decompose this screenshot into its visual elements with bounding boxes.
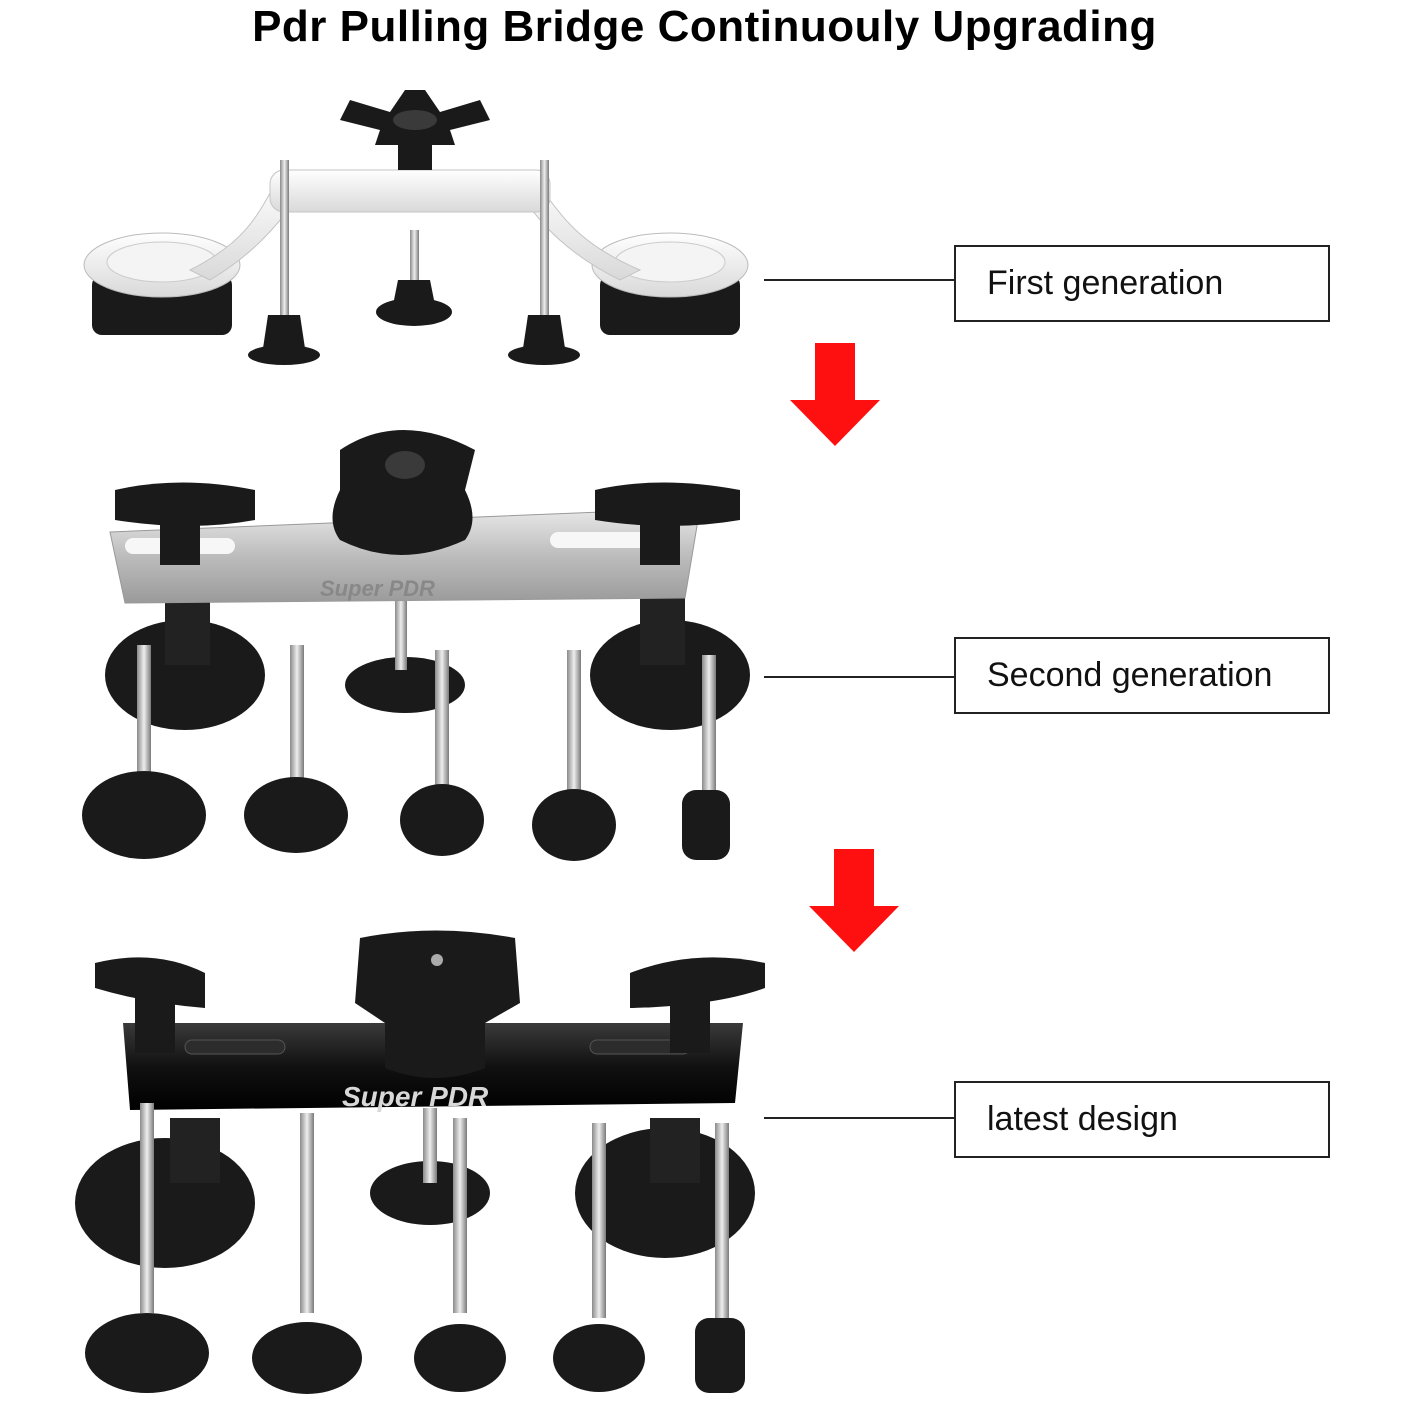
down-arrow-icon: [809, 849, 899, 952]
first-generation-text: First generation: [987, 264, 1224, 302]
latest-logo: Super PDR: [342, 1081, 489, 1112]
first-generation-bridge-image: [83, 90, 749, 365]
second-generation-text: Second generation: [987, 656, 1273, 694]
second-logo: Super PDR: [320, 576, 435, 601]
second-generation-leader-line: [764, 676, 955, 678]
first-generation-label: First generation: [954, 245, 1330, 322]
latest-design-text: latest design: [987, 1100, 1178, 1138]
latest-design-label: latest design: [954, 1081, 1330, 1158]
second-generation-label: Second generation: [954, 637, 1330, 714]
first-generation-leader-line: [764, 279, 955, 281]
latest-design-bridge-image: Super PDR: [75, 930, 765, 1394]
down-arrow-icon: [790, 343, 880, 446]
second-generation-bridge-image: Super PDR: [82, 430, 750, 861]
page-title: Pdr Pulling Bridge Continuouly Upgrading: [252, 2, 1157, 51]
latest-design-leader-line: [764, 1117, 955, 1119]
